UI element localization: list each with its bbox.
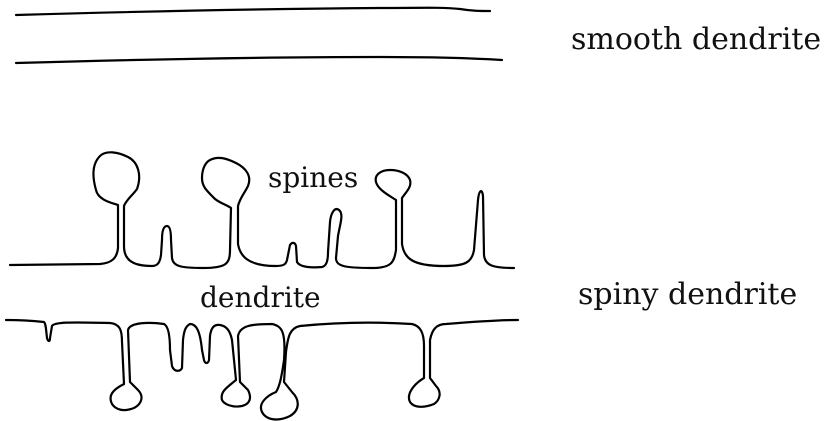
smooth-dendrite-bottom-edge [14, 55, 504, 65]
smooth-dendrite-label: smooth dendrite [571, 22, 822, 57]
spiny-dendrite-label: spiny dendrite [578, 277, 798, 312]
spiny-dendrite-lower-edge [4, 318, 520, 421]
smooth-dendrite-top-edge [14, 6, 492, 17]
spines-label: spines [268, 161, 359, 194]
dendrite-label: dendrite [200, 281, 321, 314]
spiny-dendrite-upper-edge [8, 151, 516, 270]
